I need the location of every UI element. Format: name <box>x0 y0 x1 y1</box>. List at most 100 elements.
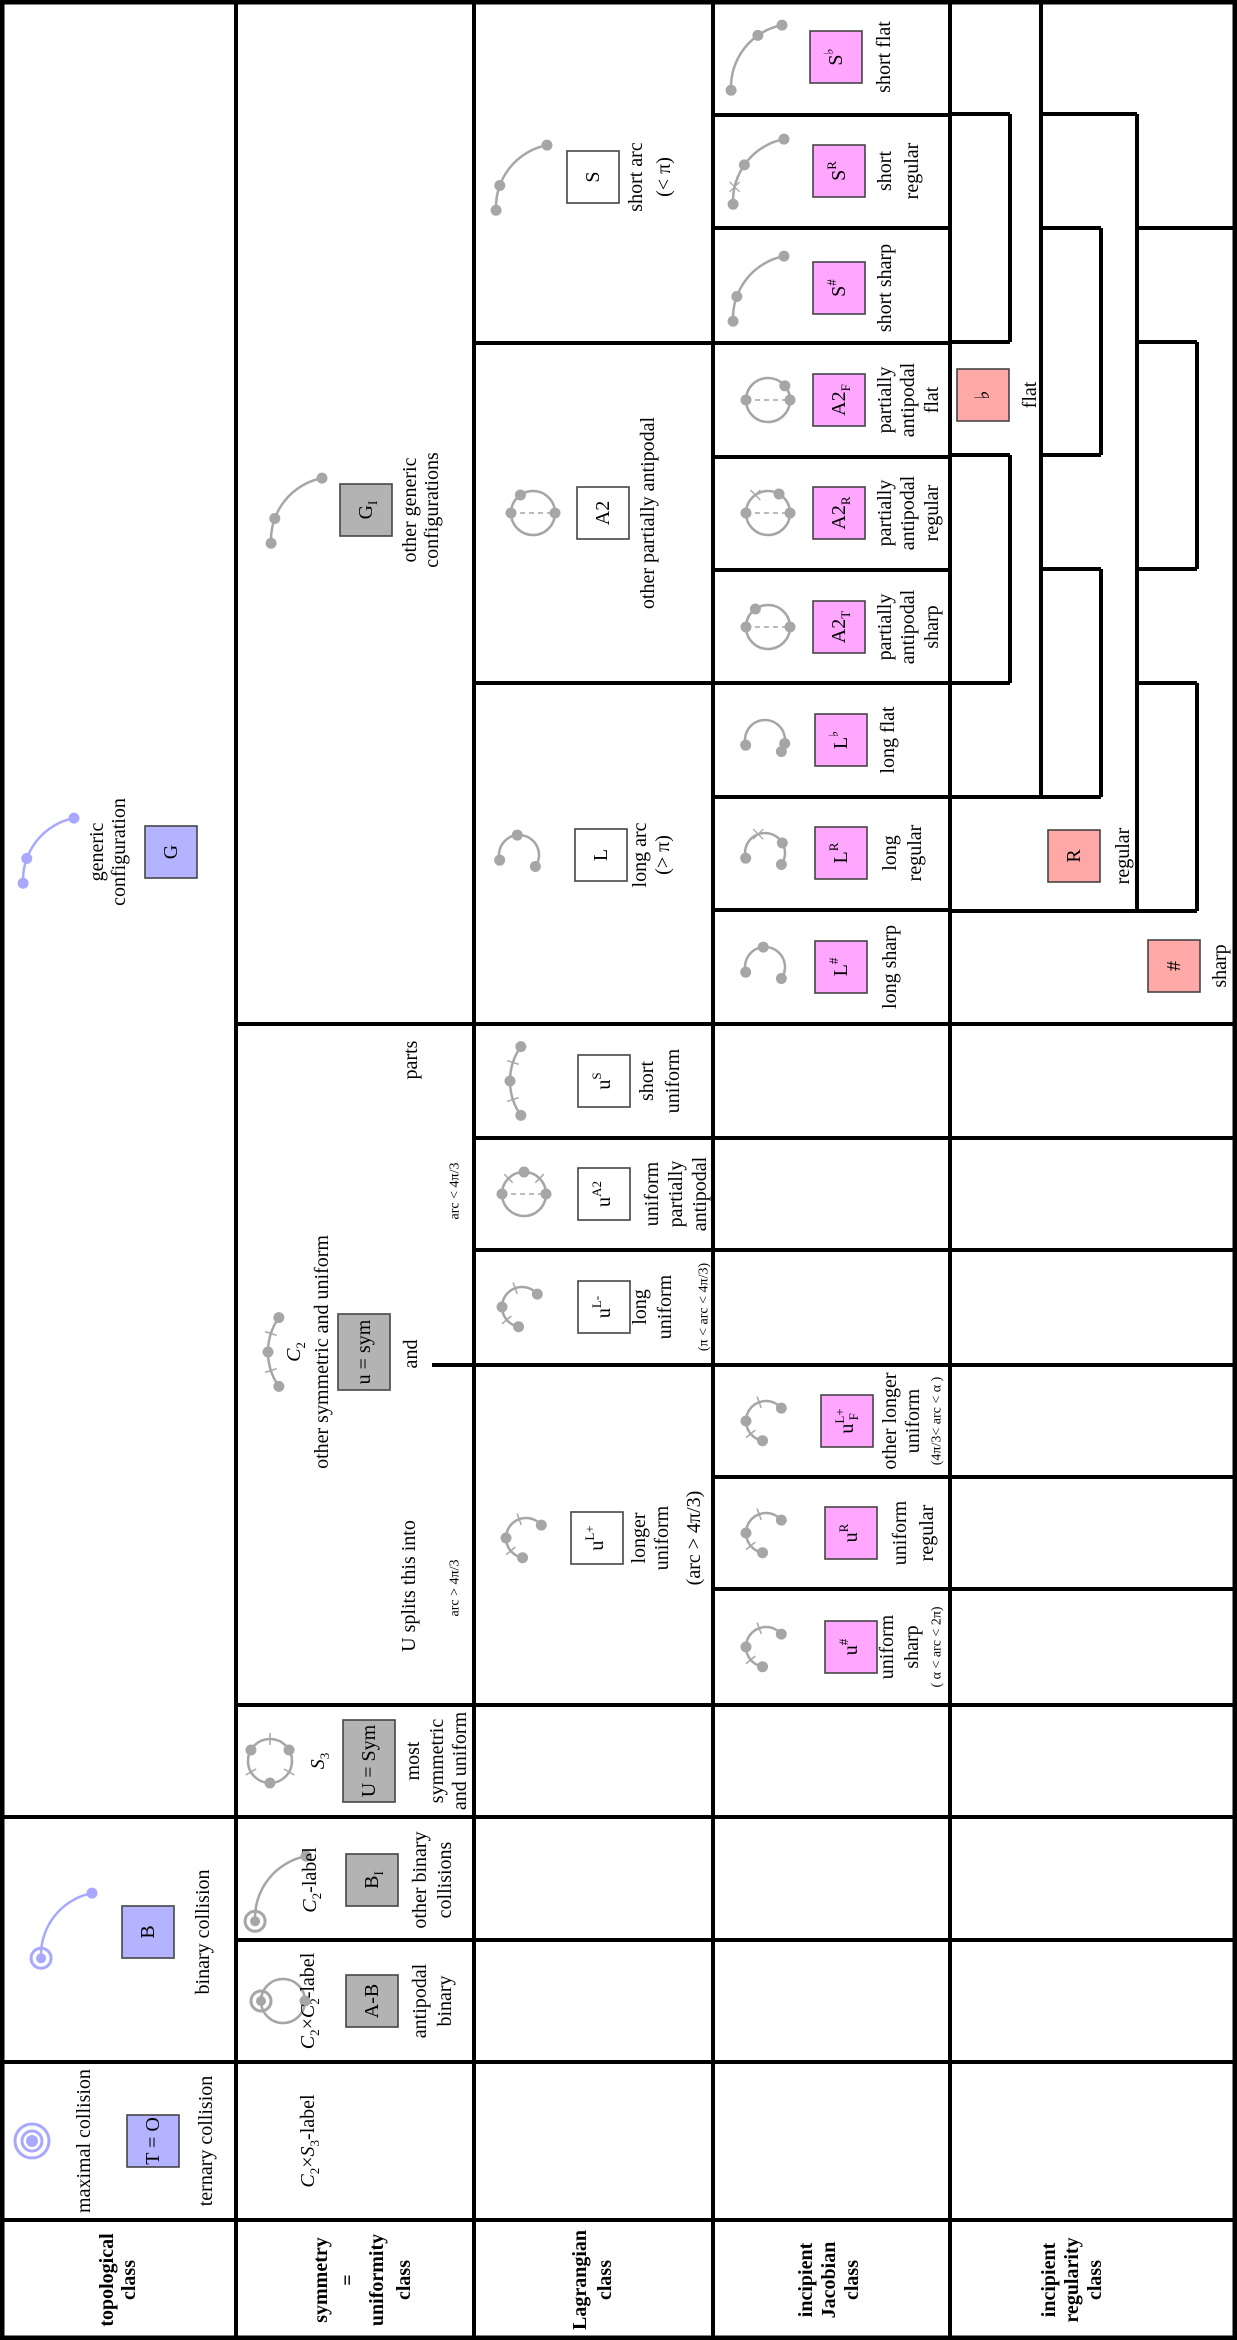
topological-header-line: topological <box>96 2233 118 2327</box>
B1-caption: C2-label <box>299 1847 324 1913</box>
SFlat-class-box-frame <box>809 30 863 84</box>
C2S3-caption-part: S <box>297 2146 319 2156</box>
uLF-class-box-label: uL+F <box>832 1408 861 1433</box>
uLm-description: (π < arc < 4π/3) <box>697 1263 712 1352</box>
box-main-text: G <box>160 845 182 859</box>
C2-caption-part: C <box>283 1348 305 1362</box>
SFlat-class-box-label: S♭ <box>821 48 848 65</box>
AB-class-box-label: A-B <box>361 1984 383 2018</box>
S-class-box-frame <box>566 150 620 204</box>
SR-class-box-label: SR <box>824 161 851 181</box>
box-main-text: T = O <box>142 2117 164 2165</box>
lagrangian-header-line: Lagrangian <box>569 2230 591 2330</box>
G-caption: generic <box>86 822 108 881</box>
G-class-box-label: G <box>160 845 182 859</box>
A2R-description: antipodal <box>897 475 919 550</box>
C2S3-caption-part: -label <box>297 2094 319 2140</box>
AB-class-box: A-B <box>345 1974 399 2028</box>
uR-class-box-label: uR <box>836 1523 863 1542</box>
B-description: binary collision <box>192 1870 214 1995</box>
LSharp-class-box: L# <box>814 940 868 994</box>
partially-antipodal-flat-icon <box>740 376 796 424</box>
G1-description: other generic <box>399 457 421 562</box>
AB-caption-part: -label <box>297 1952 319 1998</box>
box-main-text: # <box>1163 961 1185 971</box>
regular-description: regular <box>1112 827 1134 884</box>
uLF-description: uniform <box>902 1388 924 1453</box>
A2-class-box-label: A2 <box>592 501 614 525</box>
S-description: short arc <box>625 142 647 212</box>
LR-class-box-label: LR <box>826 842 853 863</box>
A2R-class-box-label: A2R <box>828 496 853 529</box>
splits-note: U splits this into <box>398 1520 420 1652</box>
T-class-box: T = O <box>126 2114 180 2168</box>
AB-caption: C2×C2-label <box>297 1952 322 2049</box>
box-main-text: u = sym <box>353 1319 375 1384</box>
LSharp-class-box-label: L# <box>826 957 853 976</box>
box-superscript: ♭ <box>821 48 836 54</box>
regular-class-box-frame <box>1047 829 1101 883</box>
box-main-text: B <box>361 1876 383 1889</box>
uLF-class-box-frame <box>820 1394 874 1448</box>
C2-class-box: u = sym <box>337 1313 391 1391</box>
box-main-text: u <box>593 1308 615 1318</box>
symmetry-header-line: uniformity <box>366 2234 388 2326</box>
box-main-text: R <box>1063 849 1085 863</box>
T-class-box-label: T = O <box>142 2117 164 2165</box>
uSharp-class-box: u# <box>824 1620 878 1674</box>
A2T-description: sharp <box>921 605 943 648</box>
B1-caption-part: -label <box>299 1847 321 1893</box>
arc-greater-note: arc > 4π/3 <box>448 1560 463 1617</box>
box-superscript: R <box>824 161 839 170</box>
B1-caption-part: C <box>299 1899 321 1913</box>
box-subscript: T <box>838 611 853 619</box>
AB-class-box-frame <box>345 1974 399 2028</box>
c2-arc-icon <box>262 1312 285 1392</box>
LSharp-class-box-frame <box>814 940 868 994</box>
uLm-class-box-label: uL- <box>589 1296 616 1318</box>
sharp-description: sharp <box>1209 944 1231 987</box>
regular-class-box: R <box>1047 829 1101 883</box>
uSharp-description: ( α < arc < 2π) <box>930 1606 945 1687</box>
uA2-class-box: uA2 <box>577 1167 631 1221</box>
B1-class-box-label: BI <box>361 1871 386 1889</box>
L-class-box-label: L <box>590 849 612 861</box>
B-class-box-label: B <box>137 1925 159 1938</box>
SFlat-class-box: S♭ <box>809 30 863 84</box>
uA2-class-box-frame <box>577 1167 631 1221</box>
regularity-header-line: class <box>1084 2260 1106 2300</box>
A2R-class-box-frame <box>812 486 866 540</box>
G-class-box-frame <box>144 825 198 879</box>
flat-class-box: ♭ <box>956 368 1010 422</box>
uR-class-box-frame <box>824 1506 878 1560</box>
long-arc-icon <box>740 941 787 984</box>
C2-caption: other symmetric and uniform <box>311 1235 333 1469</box>
A2T-class-box-frame <box>812 600 866 654</box>
short-arc-icon <box>490 139 553 216</box>
uLp-class-box: uL+ <box>570 1511 624 1565</box>
ternary-collision-icon <box>13 2122 51 2160</box>
sharp-class-box: # <box>1147 939 1201 993</box>
LFlat-description: long flat <box>877 706 899 774</box>
uS-class-box: uS <box>577 1054 631 1108</box>
C2-class-box-frame <box>337 1313 391 1391</box>
regularity-header-line: incipient <box>1038 2242 1060 2317</box>
A2-class-box: A2 <box>576 486 630 540</box>
G-class-box: G <box>144 825 198 879</box>
A2T-description: antipodal <box>897 589 919 664</box>
box-superscript: S <box>589 1072 604 1079</box>
uniform-long-icon <box>500 1513 547 1564</box>
box-main-text: A2 <box>828 505 850 529</box>
s3-circle-icon <box>245 1733 295 1789</box>
S3-caption: S3 <box>307 1753 332 1770</box>
antipodal-binary-icon <box>249 1977 311 2025</box>
uSharp-description: sharp <box>901 1625 923 1668</box>
box-subscript: I <box>365 501 380 505</box>
box-main-text: A-B <box>361 1984 383 2018</box>
AB-caption-part: C <box>297 2004 319 2018</box>
box-main-text: A2 <box>828 619 850 643</box>
topological-header-line: class <box>118 2260 140 2300</box>
uA2-class-box-label: uA2 <box>589 1181 616 1207</box>
